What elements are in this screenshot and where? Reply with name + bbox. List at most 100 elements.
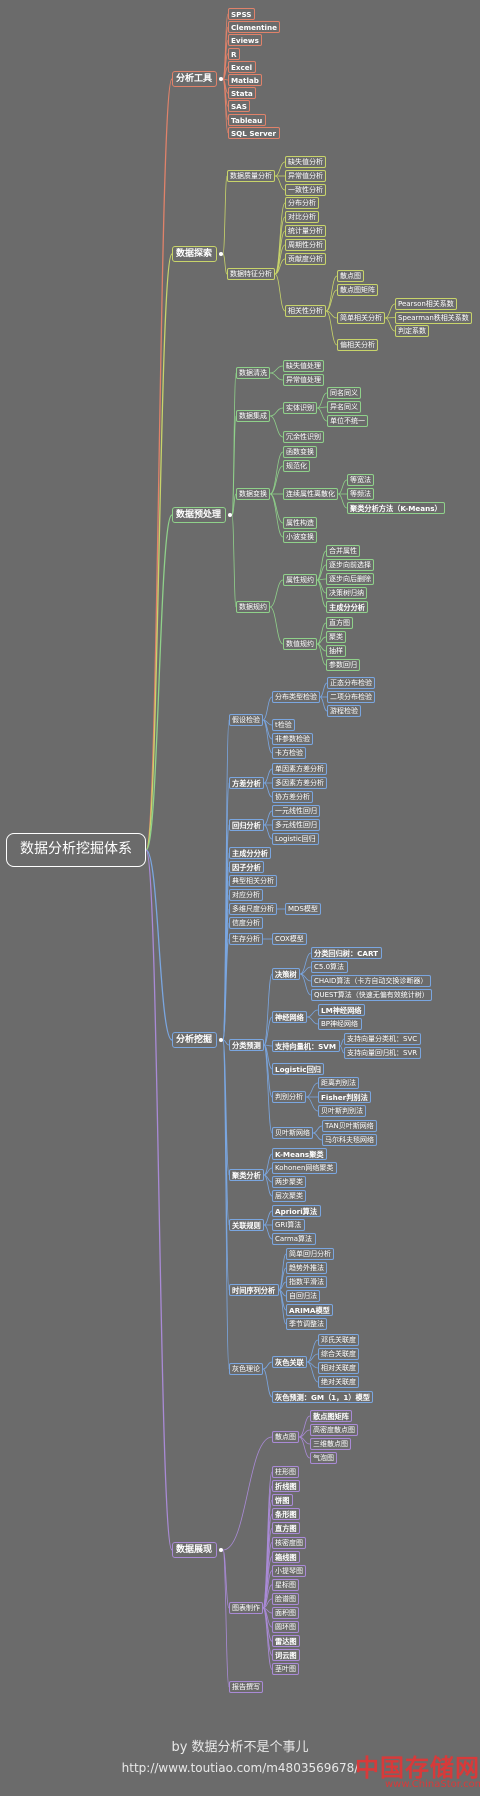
pre-entity-item[interactable]: 单位不统一: [327, 415, 368, 427]
mine-grey[interactable]: 灰色理论: [229, 1363, 263, 1375]
mine-cluster-item[interactable]: K-Means聚类: [272, 1148, 327, 1160]
tool-item[interactable]: SQL Server: [228, 126, 280, 139]
tool-item[interactable]: SAS: [228, 100, 250, 113]
mine-assoc-item[interactable]: Apriori算法: [272, 1205, 321, 1217]
mine-dist-item[interactable]: 正态分布检验: [327, 677, 375, 689]
branch-tools[interactable]: 分析工具: [172, 71, 217, 87]
explore-feature-item[interactable]: 对比分析: [285, 211, 319, 223]
mine-cluster-item[interactable]: 层次聚类: [272, 1190, 306, 1202]
mine-anova-item[interactable]: 单因素方差分析: [272, 763, 327, 775]
mine-grey-item[interactable]: 综合关联度: [318, 1348, 359, 1360]
mine-grey-item[interactable]: 绝对关联度: [318, 1376, 359, 1388]
explore-corr-item[interactable]: 散点图矩阵: [337, 284, 378, 296]
mine-ts[interactable]: 时间序列分析: [229, 1284, 279, 1296]
pre-attr-item[interactable]: 决策树归纳: [326, 587, 367, 599]
present-scatter-item[interactable]: 散点图矩阵: [310, 1410, 352, 1422]
explore-simple-item[interactable]: Pearson相关系数: [395, 298, 457, 310]
mine-bayes[interactable]: 贝叶斯网络: [272, 1127, 313, 1139]
present-chart-item[interactable]: 圆环图: [272, 1621, 299, 1634]
pre-clean-item[interactable]: 异常值处理: [283, 374, 324, 386]
expand-dot[interactable]: [228, 513, 232, 517]
branch-mining[interactable]: 分析挖掘: [172, 1032, 217, 1048]
tool-item[interactable]: Eviews: [228, 34, 262, 47]
pre-value-item[interactable]: 聚类: [326, 631, 346, 643]
mine-discrim-item[interactable]: Fisher判别法: [318, 1091, 371, 1103]
pre-transform-item[interactable]: 规范化: [283, 460, 310, 472]
tool-item[interactable]: R: [228, 47, 240, 60]
pre-attr-item[interactable]: 逐步向前选择: [326, 559, 374, 571]
explore-quality-item[interactable]: 缺失值分析: [285, 156, 326, 168]
mine-regress-item[interactable]: 一元线性回归: [272, 805, 320, 817]
explore-partial-corr[interactable]: 偏相关分析: [337, 339, 378, 351]
tool-item[interactable]: Matlab: [228, 74, 262, 86]
present-scatter-item[interactable]: 三维散点图: [310, 1438, 351, 1450]
mine-anova[interactable]: 方差分析: [229, 777, 264, 789]
mine-nn-item[interactable]: LM神经网络: [318, 1004, 365, 1016]
mine-classify[interactable]: 分类预测: [229, 1039, 264, 1051]
root-node[interactable]: 数据分析挖掘体系: [6, 833, 146, 867]
mine-survival[interactable]: 生存分析: [229, 933, 263, 945]
mine-tree-item[interactable]: CHAID算法（卡方自动交换诊断器）: [311, 975, 431, 987]
present-chart-item[interactable]: 脸谱图: [272, 1592, 299, 1605]
pre-transform[interactable]: 数据变换: [236, 488, 270, 500]
mine-single[interactable]: 典型相关分析: [229, 875, 277, 887]
mine-regress-item[interactable]: Logistic回归: [272, 833, 319, 845]
pre-reduce[interactable]: 数据规约: [236, 601, 270, 613]
pre-entity[interactable]: 实体识别: [283, 402, 317, 414]
explore-simple-corr[interactable]: 简单相关分析: [337, 312, 385, 324]
mine-discrim-item[interactable]: 距离判别法: [318, 1077, 359, 1089]
present-chart-item[interactable]: 折线图: [272, 1480, 300, 1493]
explore-quality[interactable]: 数据质量分析: [227, 170, 275, 182]
mine-svm-item[interactable]: 支持向量回归机：SVR: [344, 1047, 421, 1059]
mine-cluster-item[interactable]: Kohonen网络聚类: [272, 1162, 337, 1174]
mine-ts-item[interactable]: 季节调整法: [286, 1318, 327, 1330]
present-scatter[interactable]: 散点图: [272, 1431, 299, 1443]
pre-transform-item[interactable]: 小波变换: [283, 531, 317, 543]
mine-ts-item[interactable]: 自回归法: [286, 1290, 320, 1302]
mine-assoc[interactable]: 关联规则: [229, 1219, 264, 1231]
present-charts[interactable]: 图表制作: [229, 1602, 263, 1614]
mine-hypo[interactable]: 假设检验: [229, 714, 263, 726]
mine-cluster[interactable]: 聚类分析: [229, 1169, 264, 1181]
mine-hypo-item[interactable]: 非参数检验: [272, 733, 313, 745]
mine-dist[interactable]: 分布类型检验: [272, 691, 320, 703]
mine-anova-item[interactable]: 多因素方差分析: [272, 777, 327, 789]
mine-single[interactable]: 对应分析: [229, 889, 263, 901]
mine-ts-item[interactable]: ARIMA模型: [286, 1304, 333, 1316]
explore-feature[interactable]: 数据特征分析: [227, 268, 275, 280]
expand-dot[interactable]: [219, 252, 223, 256]
pre-attr-item[interactable]: 逐步向后删除: [326, 573, 374, 585]
mine-regress-item[interactable]: 多元线性回归: [272, 819, 320, 831]
pre-discrete-item[interactable]: 聚类分析方法（K-Means）: [347, 502, 445, 514]
explore-feature-item[interactable]: 统计量分析: [285, 225, 326, 237]
mine-regress[interactable]: 回归分析: [229, 819, 264, 831]
present-chart-item[interactable]: 直方图: [272, 1522, 300, 1535]
mine-grey-relation[interactable]: 灰色关联: [272, 1356, 307, 1368]
pre-entity-item[interactable]: 异名同义: [327, 401, 361, 413]
present-chart-item[interactable]: 饼图: [272, 1494, 293, 1507]
mine-anova-item[interactable]: 协方差分析: [272, 791, 313, 803]
present-report[interactable]: 报告撰写: [229, 1681, 263, 1693]
explore-simple-item[interactable]: 判定系数: [395, 325, 429, 337]
mine-svm-item[interactable]: 支持向量分类机：SVC: [344, 1033, 421, 1045]
tool-item[interactable]: Stata: [228, 87, 256, 100]
mine-ts-item[interactable]: 简单回归分析: [286, 1248, 334, 1260]
present-chart-item[interactable]: 茎叶图: [272, 1663, 299, 1676]
present-chart-item[interactable]: 小提琴图: [272, 1564, 306, 1577]
mine-mds-item[interactable]: MDS模型: [285, 903, 321, 915]
explore-corr-item[interactable]: 散点图: [337, 270, 364, 282]
expand-dot[interactable]: [219, 1038, 223, 1042]
explore-quality-item[interactable]: 一致性分析: [285, 184, 326, 196]
tool-item[interactable]: Tableau: [228, 113, 266, 126]
mine-svm[interactable]: 支持向量机：SVM: [272, 1040, 340, 1052]
mine-hypo-item[interactable]: t检验: [272, 719, 295, 731]
pre-clean[interactable]: 数据清洗: [236, 367, 270, 379]
pre-discrete-item[interactable]: 等宽法: [347, 474, 374, 486]
pre-clean-item[interactable]: 缺失值处理: [283, 360, 324, 372]
present-chart-item[interactable]: 面积图: [272, 1607, 299, 1619]
present-chart-item[interactable]: 箱线图: [272, 1550, 300, 1563]
present-chart-item[interactable]: 星标图: [272, 1578, 299, 1591]
mine-grey-predict[interactable]: 灰色预测：GM（1，1）模型: [272, 1391, 373, 1403]
mine-grey-item[interactable]: 相对关联度: [318, 1362, 359, 1374]
mine-bayes-item[interactable]: TAN贝叶斯网络: [322, 1120, 377, 1132]
